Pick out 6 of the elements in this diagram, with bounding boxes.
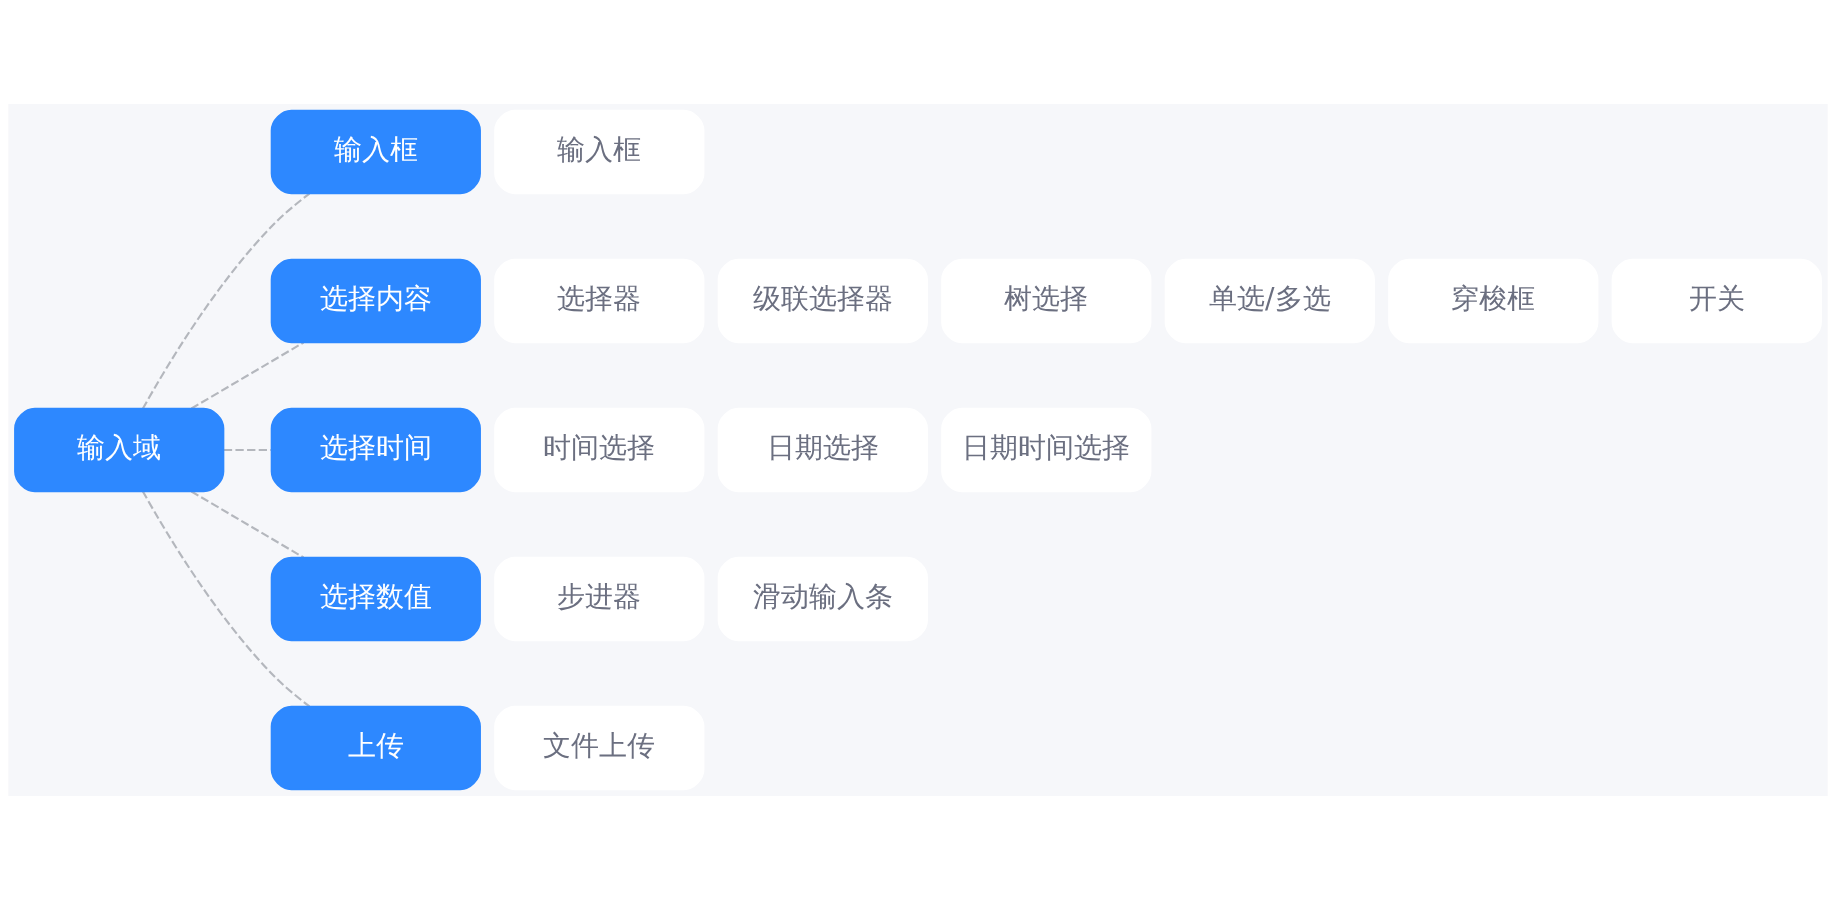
node-box: 输入框: [270, 109, 481, 195]
node-box: 上传: [270, 705, 481, 791]
node-box: 选择内容: [270, 258, 481, 344]
node-box: 输入域: [14, 407, 225, 493]
node-box: 选择时间: [270, 407, 481, 493]
node-box: 选择数值: [270, 556, 481, 642]
